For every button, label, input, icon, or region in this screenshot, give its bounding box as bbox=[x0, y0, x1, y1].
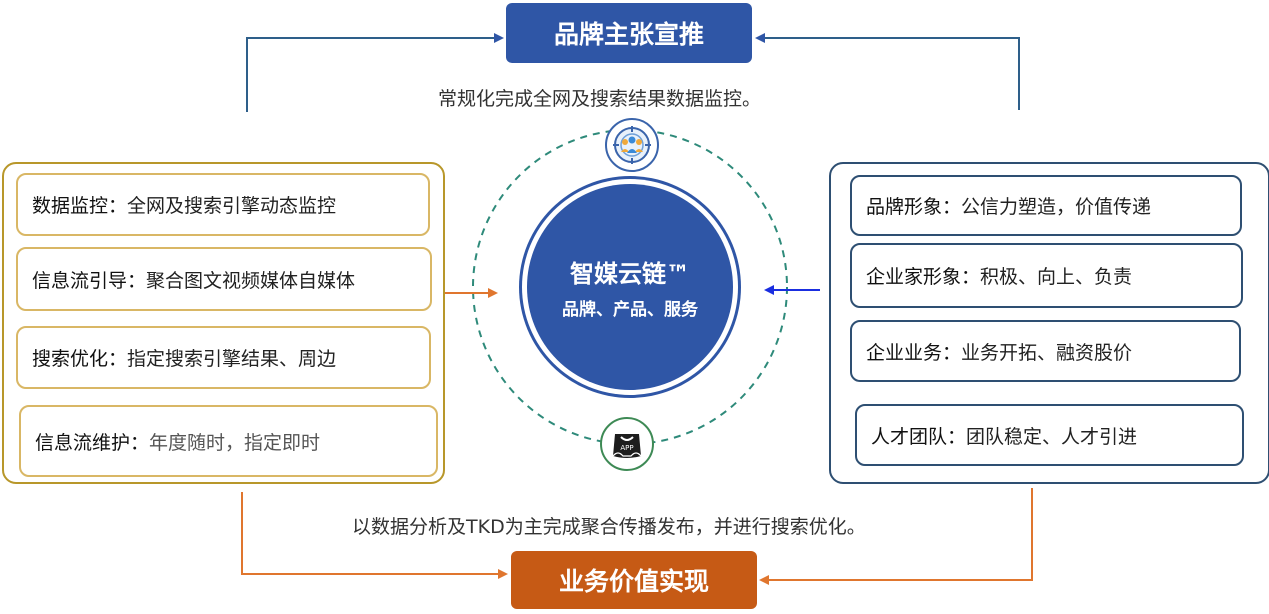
item-sep: ： bbox=[947, 425, 967, 448]
right-item-talent-team: 人才团队：团队稳定、人才引进 bbox=[855, 404, 1244, 466]
left-item-search-optimization: 搜索优化：指定搜索引擎结果、周边 bbox=[16, 326, 431, 389]
item-sep: ： bbox=[942, 196, 962, 218]
bottom-caption: 以数据分析及TKD为主完成聚合传播发布，并进行搜索优化。 bbox=[352, 516, 866, 538]
left-item-feed-maintenance: 信息流维护：年度随时，指定即时 bbox=[19, 405, 438, 477]
item-sep: ： bbox=[108, 195, 128, 217]
item-label: 企业家形象 bbox=[866, 266, 962, 288]
center-subtitle: 品牌、产品、服务 bbox=[562, 300, 698, 320]
arrow-right-to-bottom bbox=[759, 488, 1033, 585]
right-item-brand-image: 品牌形象：公信力塑造，价值传递 bbox=[850, 175, 1242, 236]
item-desc: 团队稳定、人才引进 bbox=[966, 425, 1138, 448]
item-label: 信息流引导 bbox=[32, 269, 128, 292]
item-desc: 聚合图文视频媒体自媒体 bbox=[146, 269, 356, 292]
left-item-data-monitoring: 数据监控：全网及搜索引擎动态监控 bbox=[16, 173, 430, 236]
item-desc: 年度随时，指定即时 bbox=[149, 431, 321, 454]
item-desc: 积极、向上、负责 bbox=[980, 266, 1133, 288]
item-desc: 全网及搜索引擎动态监控 bbox=[127, 195, 337, 217]
center-name: 智媒云链™ bbox=[570, 260, 690, 288]
team-target-icon bbox=[605, 118, 659, 172]
left-item-feed-guidance: 信息流引导：聚合图文视频媒体自媒体 bbox=[16, 247, 432, 311]
right-item-entrepreneur-image: 企业家形象：积极、向上、负责 bbox=[850, 243, 1243, 308]
arrow-right-to-top bbox=[755, 33, 1020, 110]
item-label: 企业业务 bbox=[866, 341, 943, 364]
top-caption: 常规化完成全网及搜索结果数据监控。 bbox=[438, 88, 762, 110]
item-label: 搜索优化 bbox=[32, 348, 109, 370]
arrow-left-to-bottom bbox=[241, 492, 508, 579]
item-desc: 指定搜索引擎结果、周边 bbox=[127, 348, 337, 370]
center-hub: 智媒云链™ 品牌、产品、服务 bbox=[527, 184, 733, 390]
right-item-business: 企业业务：业务开拓、融资股价 bbox=[850, 320, 1241, 382]
arrow-left-to-top bbox=[246, 33, 504, 112]
app-icon-text: APP bbox=[620, 444, 633, 452]
item-label: 品牌形象 bbox=[866, 196, 943, 218]
item-sep: ： bbox=[942, 341, 962, 364]
bottom-title-box: 业务价值实现 bbox=[511, 551, 757, 609]
item-sep: ： bbox=[130, 431, 150, 454]
item-desc: 公信力塑造，价值传递 bbox=[961, 196, 1152, 218]
item-sep: ： bbox=[127, 269, 147, 292]
item-label: 数据监控 bbox=[32, 195, 109, 217]
item-label: 人才团队 bbox=[871, 425, 948, 448]
item-label: 信息流维护 bbox=[35, 431, 131, 454]
top-title-box: 品牌主张宣推 bbox=[506, 3, 752, 63]
item-desc: 业务开拓、融资股价 bbox=[961, 341, 1133, 364]
item-sep: ： bbox=[108, 348, 128, 370]
item-sep: ： bbox=[961, 266, 981, 288]
app-bag-icon: APP bbox=[600, 417, 654, 471]
dashed-ring bbox=[472, 129, 788, 445]
